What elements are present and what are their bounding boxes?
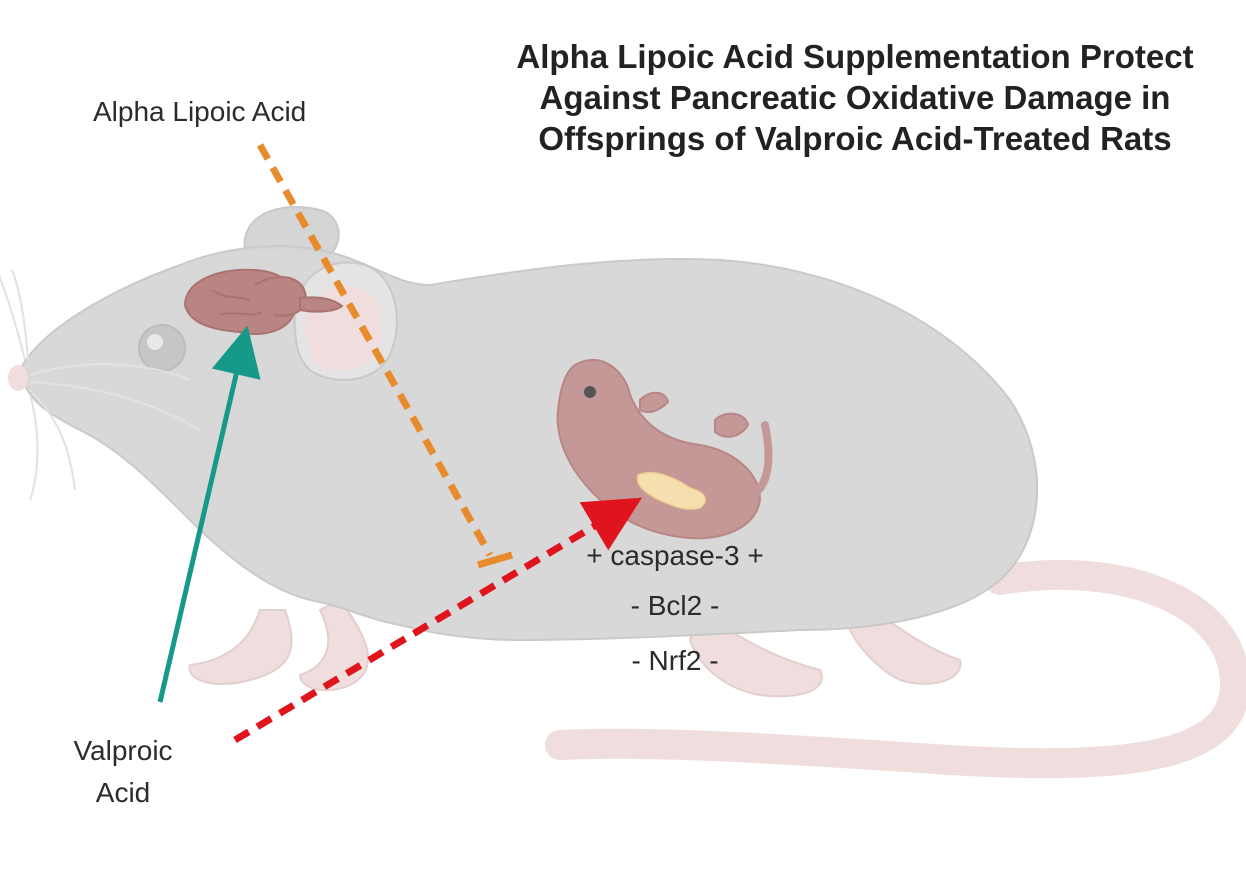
diagram-title: Alpha Lipoic Acid Supplementation Protec… [470, 36, 1240, 159]
rat-body [18, 245, 1039, 642]
pancreas-organ [636, 471, 706, 510]
rat-pup [556, 358, 773, 540]
red-arrow-to-pancreas [233, 497, 643, 744]
inhibition-line [256, 143, 494, 557]
rat-tail [545, 559, 1246, 779]
nrf2-marker: - Nrf2 - [631, 645, 719, 676]
bcl2-marker: - Bcl2 - [630, 590, 720, 621]
rat-nose [8, 365, 28, 391]
title-line-1: Alpha Lipoic Acid Supplementation Protec… [516, 38, 1194, 75]
title-line-2: Against Pancreatic Oxidative Damage in [539, 79, 1171, 116]
inhibition-bar [477, 551, 513, 569]
caspase-3-marker: + caspase-3 + [586, 540, 764, 571]
rat-legs [188, 598, 962, 698]
title-line-3: Offsprings of Valproic Acid-Treated Rats [538, 120, 1172, 157]
valproic-acid-label: Valproic Acid [73, 735, 173, 808]
alpha-lipoic-acid-label: Alpha Lipoic Acid [93, 96, 307, 127]
rat-eye [138, 324, 186, 372]
rat-whiskers [0, 269, 201, 501]
teal-arrow-to-brain [157, 325, 261, 703]
